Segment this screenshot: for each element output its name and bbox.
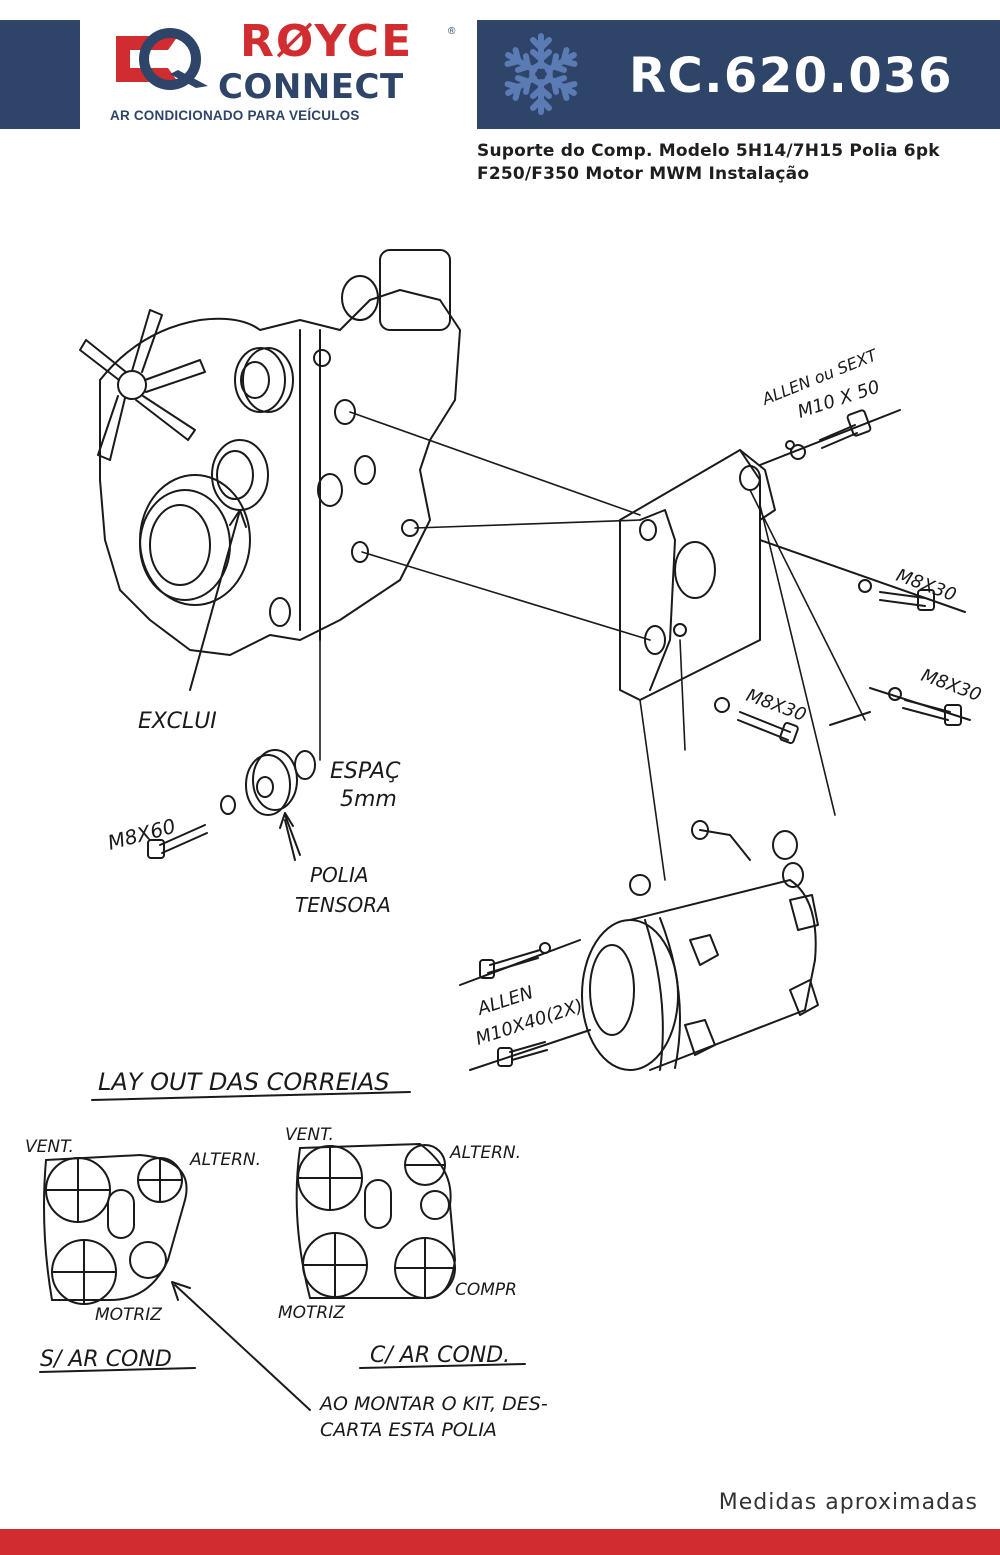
label-m8x60: M8X60 [105, 814, 178, 855]
label-sem-ar-cond: S/ AR COND [40, 1347, 172, 1372]
footer-note: Medidas aproximadas [718, 1490, 978, 1515]
footer-bar [0, 1529, 1000, 1555]
ac-compressor [459, 820, 819, 1071]
label-m8x30-2: M8X30 [743, 685, 809, 726]
label-m8x30-1: M8X30 [893, 565, 959, 606]
snowflake-icon [499, 33, 583, 116]
belt-layout-with-ac [295, 1143, 526, 1369]
label-altern-2: ALTERN. [449, 1143, 521, 1163]
label-layout-title: LAY OUT DAS CORREIAS [98, 1068, 389, 1096]
label-altern-1: ALTERN. [189, 1150, 261, 1170]
installation-diagram: ALLEN ou SEXT M10 X 50 M8X30 M8X30 M8X30… [25, 249, 984, 1441]
label-motriz-1: MOTRIZ [95, 1305, 162, 1325]
rc-logo-icon [116, 28, 208, 90]
label-polia: POLIA [310, 863, 369, 887]
label-vent-1: VENT. [25, 1137, 74, 1157]
brand-logo: RØYCE ® CONNECT AR CONDICIONADO PARA VEÍ… [108, 16, 460, 126]
tensioner-pulley [147, 749, 316, 861]
product-description-line1: Suporte do Comp. Modelo 5H14/7H15 Polia … [477, 141, 940, 161]
label-exclui: EXCLUI [138, 709, 217, 734]
compressor-bracket [619, 449, 776, 701]
product-code-box: RC.620.036 [477, 20, 1000, 129]
product-description: Suporte do Comp. Modelo 5H14/7H15 Polia … [477, 140, 987, 186]
label-espac-5mm: 5mm [340, 787, 397, 812]
belt-layout-without-ac [39, 1154, 196, 1373]
label-compr: COMPR [455, 1280, 517, 1300]
label-espac: ESPAÇ [330, 759, 401, 784]
brand-tagline: AR CONDICIONADO PARA VEÍCULOS [110, 108, 360, 123]
label-note-line2: CARTA ESTA POLIA [320, 1419, 497, 1441]
fan-icon [79, 309, 206, 461]
label-tensora: TENSORA [295, 893, 391, 917]
registered-mark: ® [448, 26, 456, 37]
label-vent-2: VENT. [285, 1125, 334, 1145]
product-code: RC.620.036 [629, 48, 954, 104]
label-note-line1: AO MONTAR O KIT, DES- [318, 1393, 548, 1415]
label-com-ar-cond: C/ AR COND. [370, 1343, 510, 1368]
brand-name-royce: RØYCE [240, 16, 414, 67]
brand-name-connect: CONNECT [218, 67, 404, 107]
header-left-block [0, 20, 80, 129]
engine-block [79, 249, 461, 656]
label-motriz-2: MOTRIZ [278, 1303, 345, 1323]
product-description-line2: F250/F350 Motor MWM Instalação [477, 164, 810, 184]
label-m8x30-3: M8X30 [918, 665, 984, 706]
